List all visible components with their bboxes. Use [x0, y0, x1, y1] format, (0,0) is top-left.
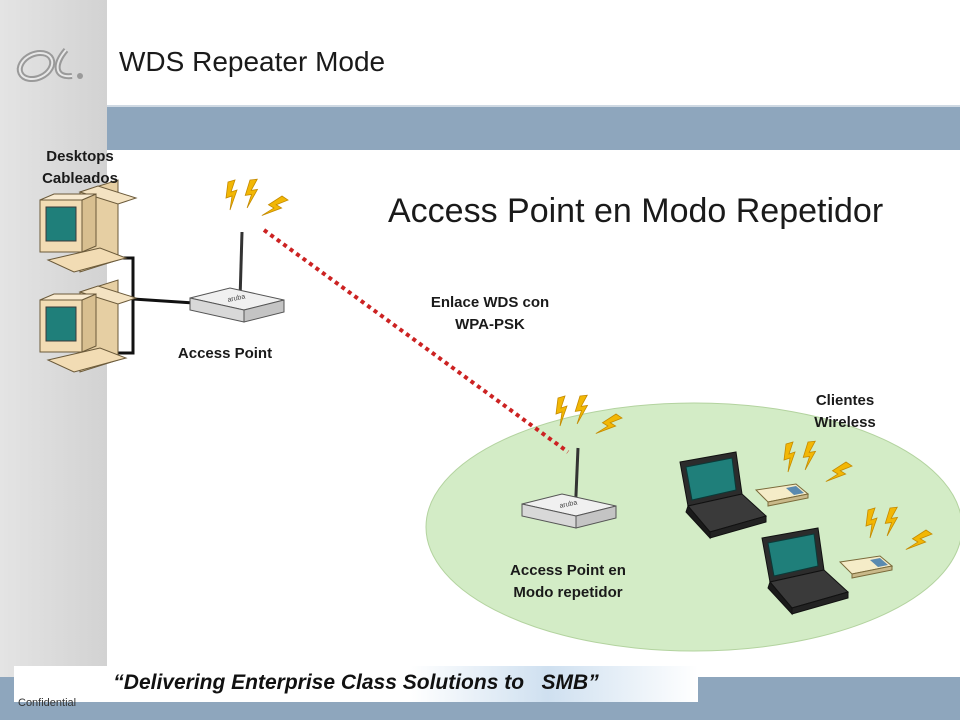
signal-bolt-icon [258, 192, 290, 222]
tagline-banner [14, 666, 698, 702]
company-logo [16, 48, 83, 83]
wds-label-line2: WPA-PSK [455, 316, 525, 333]
header-band [107, 107, 960, 150]
repeater-label-line1: Access Point en [510, 562, 626, 579]
desktop-icon [39, 279, 137, 373]
antenna [238, 231, 244, 301]
repeater-label: Access Point en Modo repetidor [488, 560, 648, 604]
diagram-heading: Access Point en Modo Repetidor [388, 192, 884, 230]
signal-bolt-icon [225, 179, 238, 211]
desktops-label: Desktops Cableados [20, 146, 140, 190]
signal-bolt-icon [242, 177, 260, 210]
desktop-icon [39, 179, 137, 273]
tagline-text: “Delivering Enterprise Class Solutions t… [113, 671, 599, 694]
clients-label-line2: Wireless [814, 414, 876, 431]
clients-label-line1: Clientes [815, 392, 875, 409]
router-icon [189, 287, 285, 323]
wired-connection-lines [112, 256, 195, 355]
confidential-label: Confidential [18, 697, 77, 709]
desktops-label-line1: Desktops [46, 148, 114, 165]
header-divider [107, 105, 960, 108]
wireless-zone [425, 402, 960, 652]
clients-label: Clientes Wireless [780, 390, 910, 434]
wds-link-label: Enlace WDS con WPA-PSK [400, 292, 580, 336]
slide-title: WDS Repeater Mode [119, 46, 386, 77]
wds-link-line [262, 228, 570, 454]
repeater-label-line2: Modo repetidor [513, 584, 623, 601]
wds-label-line1: Enlace WDS con [430, 294, 550, 311]
desktops-label-line2: Cableados [42, 170, 118, 187]
access-point-label: Access Point [177, 345, 273, 362]
